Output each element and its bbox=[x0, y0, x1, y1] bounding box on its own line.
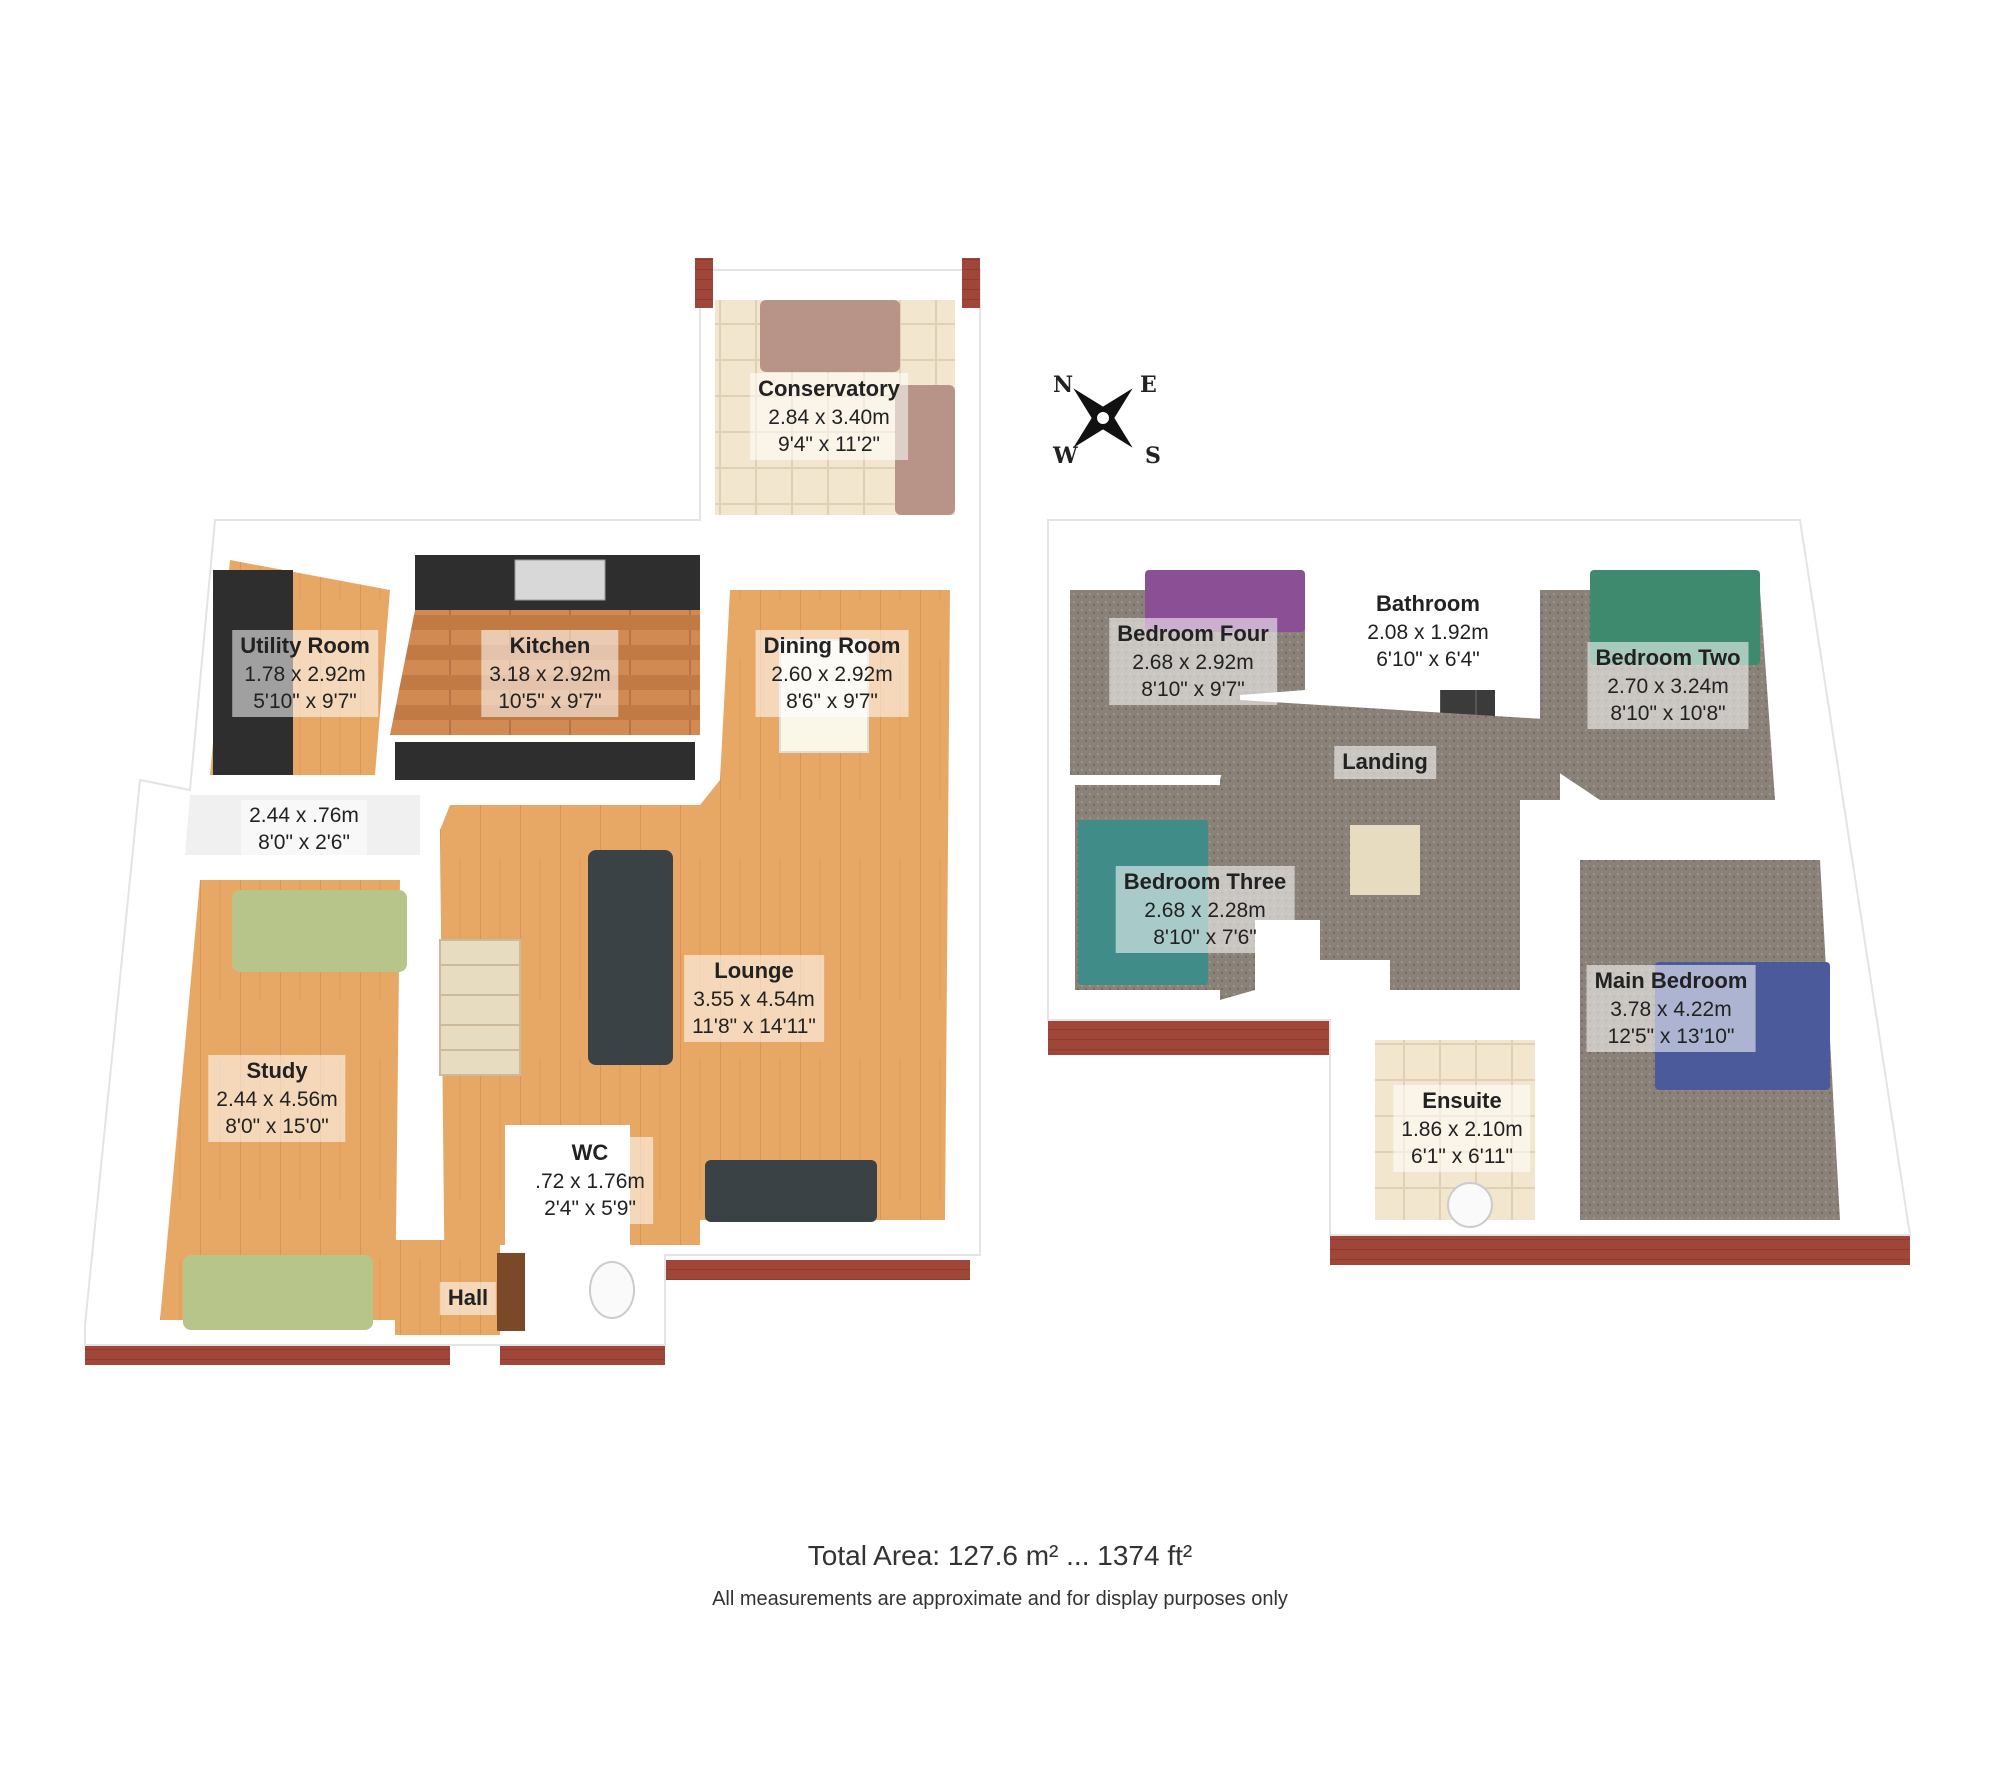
room-label-bedroom-two: Bedroom Two 2.70 x 3.24m 8'10" x 10'8" bbox=[1587, 642, 1749, 730]
bedroom-two-bed bbox=[1590, 570, 1760, 665]
compass-east-label: E bbox=[1140, 372, 1157, 398]
lounge-sofa bbox=[588, 850, 673, 1065]
wc-door bbox=[497, 1253, 525, 1331]
room-imperial: 8'6" x 9'7" bbox=[786, 689, 878, 713]
compass-north-label: N bbox=[1053, 372, 1074, 398]
compass-west-label: W bbox=[1053, 443, 1078, 469]
room-metric: 1.86 x 2.10m bbox=[1401, 1117, 1523, 1141]
room-imperial: 6'10" x 6'4" bbox=[1376, 647, 1480, 671]
room-name: Utility Room bbox=[240, 633, 370, 658]
compass bbox=[1073, 388, 1133, 448]
room-name: Landing bbox=[1342, 749, 1428, 774]
room-name: Hall bbox=[447, 1285, 489, 1310]
room-imperial: 8'10" x 7'6" bbox=[1153, 925, 1257, 949]
room-metric: 2.68 x 2.92m bbox=[1132, 650, 1254, 674]
wc-toilet bbox=[589, 1261, 635, 1319]
room-label-store: 2.44 x .76m 8'0" x 2'6" bbox=[241, 800, 367, 859]
room-name: Bedroom Three bbox=[1123, 869, 1287, 894]
room-imperial: 8'10" x 10'8" bbox=[1610, 701, 1726, 725]
study-sofa bbox=[183, 1255, 373, 1330]
disclaimer: All measurements are approximate and for… bbox=[712, 1588, 1288, 1610]
room-metric: 2.68 x 2.28m bbox=[1144, 898, 1266, 922]
conservatory-brick-post bbox=[695, 258, 713, 308]
room-metric: .72 x 1.76m bbox=[535, 1169, 645, 1193]
room-name: Bathroom bbox=[1376, 591, 1480, 616]
room-label-study: Study 2.44 x 4.56m 8'0" x 15'0" bbox=[208, 1055, 346, 1143]
room-metric: 2.60 x 2.92m bbox=[771, 662, 893, 686]
room-metric: 2.08 x 1.92m bbox=[1367, 620, 1489, 644]
kitchen-sink bbox=[514, 559, 606, 601]
room-imperial: 12'5" x 13'10" bbox=[1607, 1024, 1735, 1048]
room-metric: 3.78 x 4.22m bbox=[1610, 997, 1732, 1021]
room-label-hall: Hall bbox=[439, 1282, 497, 1315]
room-name: Ensuite bbox=[1422, 1088, 1502, 1113]
room-name: Bedroom Two bbox=[1595, 645, 1741, 670]
room-label-main-bedroom: Main Bedroom 3.78 x 4.22m 12'5" x 13'10" bbox=[1586, 965, 1756, 1053]
room-metric: 1.78 x 2.92m bbox=[244, 662, 366, 686]
room-name: Lounge bbox=[714, 958, 794, 983]
room-metric: 2.84 x 3.40m bbox=[768, 405, 890, 429]
room-metric: 2.44 x .76m bbox=[249, 804, 359, 827]
room-name: Kitchen bbox=[509, 633, 591, 658]
room-name: Main Bedroom bbox=[1594, 968, 1748, 993]
bedroom-four-bed bbox=[1145, 570, 1305, 632]
room-label-bedroom-four: Bedroom Four 2.68 x 2.92m 8'10" x 9'7" bbox=[1109, 618, 1277, 706]
room-label-bathroom: Bathroom 2.08 x 1.92m 6'10" x 6'4" bbox=[1359, 588, 1497, 676]
room-name: Study bbox=[246, 1058, 308, 1083]
ensuite-basin bbox=[1447, 1182, 1493, 1228]
room-label-bedroom-three: Bedroom Three 2.68 x 2.28m 8'10" x 7'6" bbox=[1115, 866, 1295, 954]
room-name: Conservatory bbox=[758, 376, 900, 401]
lounge-sofa bbox=[705, 1160, 877, 1222]
room-label-conservatory: Conservatory 2.84 x 3.40m 9'4" x 11'2" bbox=[750, 373, 908, 461]
room-imperial: 11'8" x 14'11" bbox=[692, 1014, 816, 1038]
room-name: Dining Room bbox=[763, 633, 901, 658]
room-imperial: 8'10" x 9'7" bbox=[1141, 677, 1245, 701]
room-name: Bedroom Four bbox=[1117, 621, 1269, 646]
room-label-lounge: Lounge 3.55 x 4.54m 11'8" x 14'11" bbox=[684, 955, 824, 1043]
total-area: Total Area: 127.6 m² ... 1374 ft² bbox=[807, 1540, 1193, 1571]
room-label-landing: Landing bbox=[1334, 746, 1436, 779]
ground-floor-brick-base bbox=[650, 1260, 970, 1365]
first-floor-brick-base bbox=[1048, 1020, 1330, 1055]
room-label-dining: Dining Room 2.60 x 2.92m 8'6" x 9'7" bbox=[755, 630, 909, 718]
stairs bbox=[439, 939, 521, 1076]
room-imperial: 10'5" x 9'7" bbox=[498, 689, 602, 713]
study-sofa bbox=[232, 890, 407, 972]
room-label-utility: Utility Room 1.78 x 2.92m 5'10" x 9'7" bbox=[232, 630, 378, 718]
room-label-wc: WC .72 x 1.76m 2'4" x 5'9" bbox=[527, 1137, 653, 1225]
room-imperial: 8'0" x 15'0" bbox=[225, 1114, 329, 1138]
conservatory-sofa bbox=[760, 300, 900, 372]
kitchen-worktop bbox=[395, 742, 695, 780]
room-imperial: 2'4" x 5'9" bbox=[544, 1196, 636, 1220]
conservatory-brick-post bbox=[962, 258, 980, 308]
room-metric: 3.55 x 4.54m bbox=[693, 987, 815, 1011]
room-metric: 3.18 x 2.92m bbox=[489, 662, 611, 686]
room-imperial: 5'10" x 9'7" bbox=[253, 689, 357, 713]
ground-floor-brick-base bbox=[85, 1340, 450, 1365]
room-imperial: 8'0" x 2'6" bbox=[258, 831, 350, 855]
room-label-kitchen: Kitchen 3.18 x 2.92m 10'5" x 9'7" bbox=[481, 630, 619, 718]
compass-south-label: S bbox=[1145, 443, 1161, 469]
conservatory-sofa bbox=[895, 385, 955, 515]
landing-stairs bbox=[1350, 825, 1420, 895]
first-floor-brick-base bbox=[1330, 1230, 1910, 1265]
room-name: WC bbox=[571, 1140, 609, 1165]
room-metric: 2.70 x 3.24m bbox=[1607, 674, 1729, 698]
room-metric: 2.44 x 4.56m bbox=[216, 1087, 338, 1111]
room-label-ensuite: Ensuite 1.86 x 2.10m 6'1" x 6'11" bbox=[1393, 1085, 1531, 1173]
ground-floor-brick-base bbox=[500, 1340, 665, 1365]
room-imperial: 9'4" x 11'2" bbox=[778, 432, 880, 456]
room-imperial: 6'1" x 6'11" bbox=[1411, 1144, 1513, 1168]
